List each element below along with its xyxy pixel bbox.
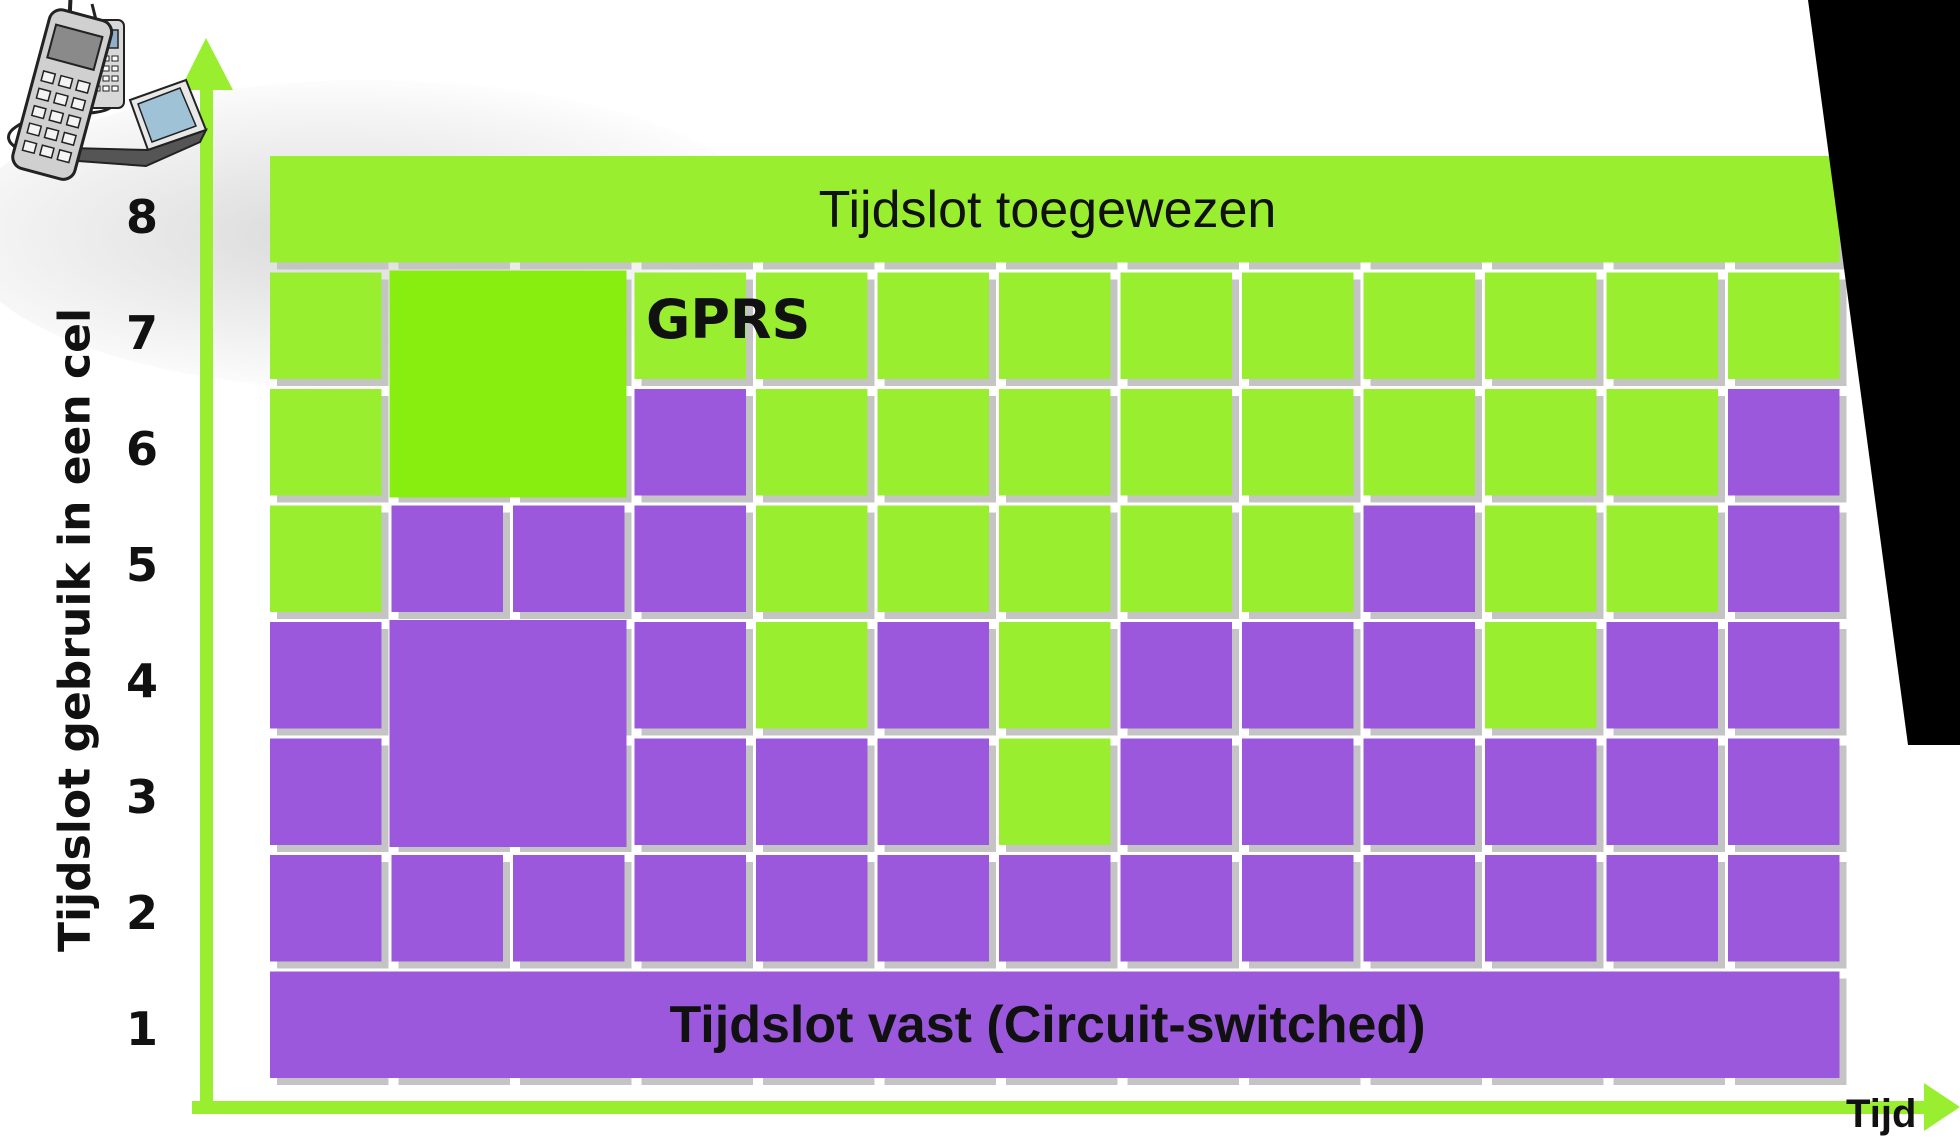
timeslot-cell (999, 389, 1111, 496)
band-label-assigned: Tijdslot toegewezen (818, 181, 1277, 239)
timeslot-cell (1485, 389, 1597, 496)
timeslot-cell (1120, 738, 1232, 845)
x-axis-label: Tijd (1846, 1092, 1917, 1136)
timeslot-cell (1242, 505, 1354, 612)
merged-timeslot-band-row-8 (270, 156, 1840, 263)
timeslot-cell (1242, 622, 1354, 729)
timeslot-cell (270, 855, 382, 962)
timeslot-cell (634, 622, 746, 729)
timeslot-cell (1363, 272, 1475, 379)
timeslot-cell (756, 505, 868, 612)
row-number-4: 4 (125, 654, 158, 708)
timeslot-cell (1242, 389, 1354, 496)
timeslot-cell (999, 272, 1111, 379)
timeslot-cell (756, 389, 868, 496)
timeslot-cell (1485, 505, 1597, 612)
timeslot-cell (1120, 272, 1232, 379)
timeslot-cell (634, 738, 746, 845)
timeslot-cell (999, 738, 1111, 845)
timeslot-cell (756, 855, 868, 962)
timeslot-cell (1606, 505, 1718, 612)
timeslot-cell (1728, 389, 1840, 496)
timeslot-cell (1606, 622, 1718, 729)
row-number-7: 7 (125, 306, 158, 360)
timeslot-cell (1120, 505, 1232, 612)
timeslot-cell (634, 272, 746, 379)
timeslot-cell (1120, 855, 1232, 962)
timeslot-cell (634, 505, 746, 612)
timeslot-cell (270, 738, 382, 845)
timeslot-cell (270, 505, 382, 612)
timeslot-cell (1363, 505, 1475, 612)
row-number-5: 5 (125, 538, 158, 592)
timeslot-cell (270, 389, 382, 496)
timeslot-cell (999, 622, 1111, 729)
timeslot-cell (1363, 389, 1475, 496)
timeslot-cell (1606, 389, 1718, 496)
timeslot-cell (1363, 855, 1475, 962)
timeslot-cell (756, 738, 868, 845)
row-number-1: 1 (125, 1002, 158, 1056)
timeslot-cell (877, 389, 989, 496)
timeslot-cell (756, 272, 868, 379)
timeslot-cell (1485, 622, 1597, 729)
row-number-8: 8 (125, 190, 158, 244)
timeslot-cell (877, 738, 989, 845)
merged-timeslot-band-row-1 (270, 971, 1840, 1078)
timeslot-cell (1120, 389, 1232, 496)
timeslot-cell (877, 505, 989, 612)
y-axis-arrow (180, 38, 233, 90)
timeslot-cell (1728, 272, 1840, 379)
timeslot-cell (756, 622, 868, 729)
timeslot-cell (1485, 855, 1597, 962)
mobile-phone-icon (11, 0, 114, 181)
row-number-3: 3 (125, 770, 158, 824)
row-number-6: 6 (125, 422, 158, 476)
timeslot-cell (1728, 738, 1840, 845)
timeslot-cell (1728, 855, 1840, 962)
timeslot-cell (1120, 622, 1232, 729)
circuit-switched-user-block (389, 620, 627, 847)
timeslot-cell (877, 855, 989, 962)
x-axis-arrow (1924, 1083, 1960, 1131)
timeslot-cell (270, 272, 382, 379)
timeslot-cell (999, 855, 1111, 962)
timeslot-cell (391, 855, 503, 962)
timeslot-cell (1728, 622, 1840, 729)
timeslot-cell (634, 389, 746, 496)
timeslot-cell (877, 622, 989, 729)
gprs-user-block (389, 270, 627, 498)
row-number-2: 2 (125, 886, 158, 940)
timeslot-cell (1363, 622, 1475, 729)
timeslot-cell (1363, 738, 1475, 845)
x-axis-line (192, 1101, 1930, 1114)
timeslot-cell (391, 505, 503, 612)
gprs-label: GPRS (646, 288, 811, 351)
y-axis-line (200, 85, 213, 1107)
timeslot-cell (877, 272, 989, 379)
band-label-fixed: Tijdslot vast (Circuit-switched) (669, 996, 1426, 1054)
timeslot-cell (1242, 855, 1354, 962)
y-axis-label: Tijdslot gebruik in een cel (49, 307, 101, 953)
timeslot-cell (634, 855, 746, 962)
timeslot-cell (1606, 855, 1718, 962)
timeslot-cell (1242, 272, 1354, 379)
timeslot-cell (1242, 738, 1354, 845)
timeslot-cell (270, 622, 382, 729)
timeslot-cell (513, 505, 625, 612)
timeslot-cell (1606, 738, 1718, 845)
timeslot-cell (999, 505, 1111, 612)
timeslot-cell (1485, 272, 1597, 379)
timeslot-cell (1606, 272, 1718, 379)
timeslot-cell (1485, 738, 1597, 845)
timeslot-cell (1728, 505, 1840, 612)
timeslot-cell (513, 855, 625, 962)
